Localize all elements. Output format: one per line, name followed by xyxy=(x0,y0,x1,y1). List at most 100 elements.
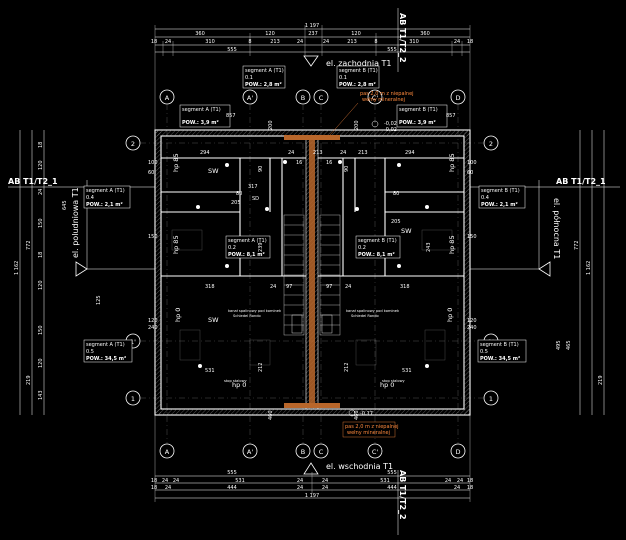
svg-text:0.4: 0.4 xyxy=(481,195,489,201)
dim-left-6: 120 xyxy=(38,280,44,290)
axis-1-prime-left: 1' xyxy=(130,338,136,346)
svg-text:240: 240 xyxy=(148,325,158,331)
room-mark-sd: SD xyxy=(252,196,259,202)
svg-text:0.1: 0.1 xyxy=(245,75,253,81)
svg-text:wełny mineralnej: wełny mineralnej xyxy=(362,97,405,103)
axis-d-top: D xyxy=(455,94,460,102)
segment-tag-mid-a: segment A (T1) 0.4 POW.: 2,1 m² xyxy=(83,185,131,209)
dim-bot2-5: 24 xyxy=(297,478,303,484)
svg-text:205: 205 xyxy=(231,200,241,206)
dim-bot2-8: 24 xyxy=(445,478,451,484)
room-mark-sw-a: SW xyxy=(208,167,219,175)
segment-tag-living-a: segment A (T1) 0.5 POW.: 34,5 m² xyxy=(83,339,133,363)
segment-tag-upper-a: segment A (T1) POW.: 3,9 m² xyxy=(179,104,231,128)
svg-text:0.2: 0.2 xyxy=(358,245,366,251)
svg-text:24: 24 xyxy=(288,150,294,156)
svg-text:segment B (T1): segment B (T1) xyxy=(481,188,520,194)
dim-bot2-10: 18 xyxy=(467,478,473,484)
axis-bubbles-top: A A' B C C' D xyxy=(159,89,466,105)
svg-text:294: 294 xyxy=(405,150,415,156)
axis-a-prime-top: A' xyxy=(247,94,253,102)
dim-top2-5: 213 xyxy=(270,39,280,45)
svg-text:150: 150 xyxy=(467,234,477,240)
svg-text:460: 460 xyxy=(268,410,274,420)
dim-bot2-6: 24 xyxy=(322,478,328,484)
svg-text:Schiedel Rondo: Schiedel Rondo xyxy=(351,314,379,318)
svg-text:kanał spalinowy pod kominek: kanał spalinowy pod kominek xyxy=(228,309,282,313)
dim-left-3: 24 xyxy=(38,189,44,195)
svg-text:318: 318 xyxy=(400,284,410,290)
note-stairs-a: stop stalowy xyxy=(224,379,248,383)
svg-text:segment A (T1): segment A (T1) xyxy=(228,238,267,244)
dim-left-7: 150 xyxy=(38,325,44,335)
svg-text:0.5: 0.5 xyxy=(480,349,488,355)
dim-top-4: 120 xyxy=(351,31,361,37)
svg-text:60: 60 xyxy=(467,170,473,176)
section-label-top: AB T1/T2_2 xyxy=(398,13,407,63)
level-mark-3: -0,17 xyxy=(360,411,373,417)
dim-top-1: 360 xyxy=(195,31,205,37)
segment-tag-top-b: segment B (T1) 0.1 POW.: 2,8 m² xyxy=(336,65,380,89)
svg-text:460: 460 xyxy=(354,410,360,420)
room-mark-hp85-d: hp 85 xyxy=(448,235,456,254)
svg-text:POW.: 2,8 m²: POW.: 2,8 m² xyxy=(245,82,282,88)
axis-1-right: 1 xyxy=(489,395,493,403)
dim-top2-1: 18 xyxy=(151,39,157,45)
room-mark-hp0-d: hp 0 xyxy=(380,381,394,389)
axis-a-bottom: A xyxy=(165,448,170,456)
svg-text:205: 205 xyxy=(391,219,401,225)
section-label-bottom: AB T1/T2_2 xyxy=(398,470,407,520)
axis-bubbles-bottom: A A' B C C' D xyxy=(159,443,466,459)
dim-top2-7: 24 xyxy=(323,39,329,45)
section-label-right: AB T1/T2_1 xyxy=(556,177,606,186)
svg-text:213: 213 xyxy=(358,150,368,156)
top-dimension-chains: 1 197 360 120 237 120 360 18 24 310 8 21… xyxy=(151,23,473,130)
elevation-label-left: el. poludniowa T1 xyxy=(71,187,80,258)
svg-text:90: 90 xyxy=(258,166,264,172)
svg-text:531: 531 xyxy=(402,368,412,374)
svg-text:531: 531 xyxy=(205,368,215,374)
furniture xyxy=(171,229,453,366)
bottom-dimension-chains: 555 555 18 24 24 531 24 24 531 24 24 18 … xyxy=(151,415,473,502)
segment-tag-hall-b: segment B (T1) 0.2 POW.: 8,1 m² xyxy=(355,235,401,259)
svg-text:857: 857 xyxy=(446,113,456,119)
svg-text:24: 24 xyxy=(270,284,276,290)
dim-bot2-9: 24 xyxy=(457,478,463,484)
svg-text:segment B (T1): segment B (T1) xyxy=(358,238,397,244)
left-dimension-chains: 1 162 772 219 18 120 24 150 18 120 150 1… xyxy=(14,130,102,415)
svg-text:POW.: 3,9 m²: POW.: 3,9 m² xyxy=(182,120,219,126)
dim-bot3-8: 18 xyxy=(467,485,473,491)
svg-text:16: 16 xyxy=(296,160,302,166)
svg-text:24: 24 xyxy=(345,284,351,290)
note-wool-top: pas 2,0 m z niepalnej wełny mineralnej xyxy=(329,91,414,136)
dim-right-total: 1 162 xyxy=(586,261,592,275)
svg-text:segment A (T1): segment A (T1) xyxy=(86,342,125,348)
svg-text:0.4: 0.4 xyxy=(86,195,94,201)
dim-right-772: 772 xyxy=(574,240,580,250)
dim-right-219: 219 xyxy=(598,375,604,385)
dim-total-bottom: 1 197 xyxy=(305,493,319,499)
axis-b-top: B xyxy=(301,94,305,102)
svg-text:pas 2,0 m z niepalnej: pas 2,0 m z niepalnej xyxy=(360,91,414,97)
dim-total-top: 1 197 xyxy=(305,23,319,29)
svg-text:0.5: 0.5 xyxy=(86,349,94,355)
svg-text:97: 97 xyxy=(286,284,292,290)
dim-top2-12: 18 xyxy=(467,39,473,45)
svg-text:80: 80 xyxy=(236,191,242,197)
svg-text:segment B (T1): segment B (T1) xyxy=(480,342,519,348)
level-mark-1: -0,02 xyxy=(384,121,397,127)
svg-text:857: 857 xyxy=(226,113,236,119)
dim-top3-1: 555 xyxy=(227,47,237,53)
note-flue-b: kanał spalinowy pod kominek Schiedel Ron… xyxy=(346,309,400,318)
svg-text:243: 243 xyxy=(426,242,432,252)
axis-a-prime-bottom: A' xyxy=(247,448,253,456)
svg-text:239: 239 xyxy=(258,242,264,252)
svg-text:90: 90 xyxy=(344,166,350,172)
inner-dimensions: 294 294 24 24 213 213 205 205 318 318 53… xyxy=(148,113,477,420)
dim-bot3-1: 18 xyxy=(151,485,157,491)
svg-text:318: 318 xyxy=(205,284,215,290)
svg-text:97: 97 xyxy=(326,284,332,290)
axis-b-bottom: B xyxy=(301,448,305,456)
svg-text:POW.: 2,1 m²: POW.: 2,1 m² xyxy=(481,202,518,208)
dim-bot2-7: 531 xyxy=(380,478,390,484)
